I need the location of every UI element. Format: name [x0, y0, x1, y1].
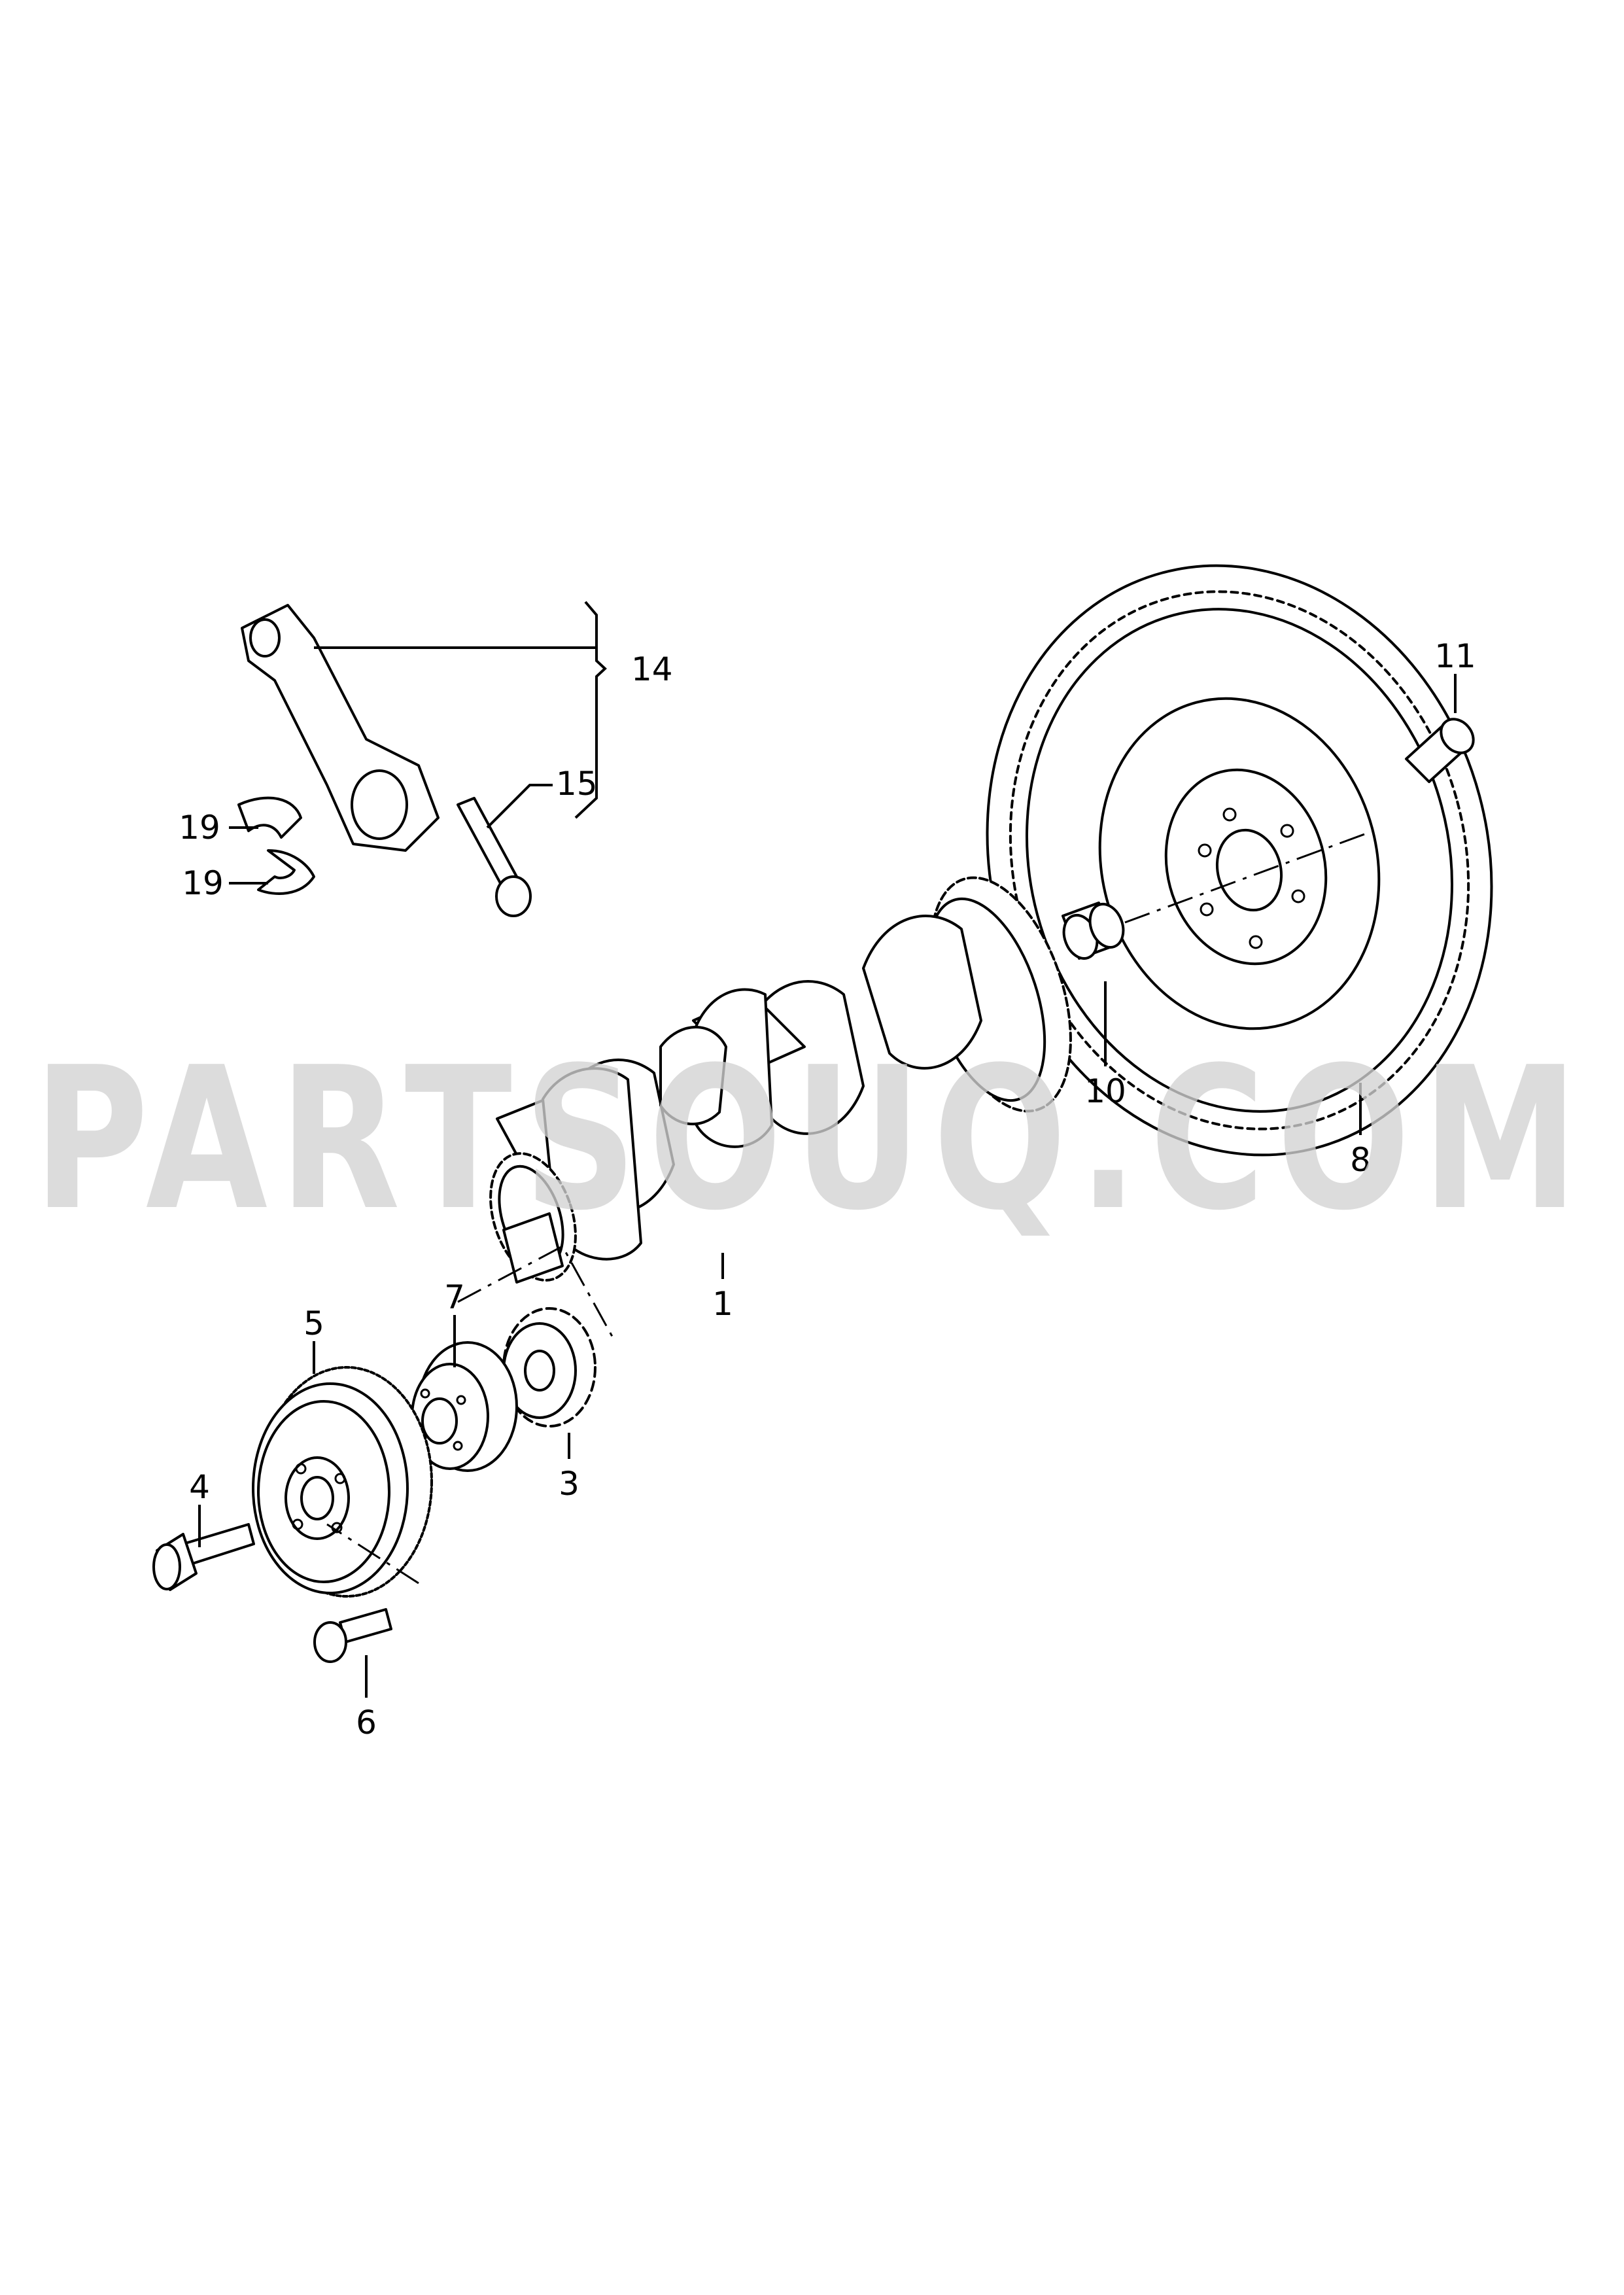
crank-gear-part-3[interactable] [502, 1307, 596, 1428]
callout-3: 3 [559, 1465, 579, 1503]
callout-10: 10 [1084, 1072, 1126, 1110]
pulley-damper-part-5[interactable] [252, 1366, 433, 1598]
pulley-bolt-part-4[interactable] [152, 1523, 255, 1591]
callout-1: 1 [712, 1285, 733, 1323]
callout-8: 8 [1350, 1141, 1371, 1179]
callout-19-lower: 19 [182, 864, 224, 902]
watermark-text: PARTSOUQ.COM [33, 1025, 1590, 1253]
assembly-axis-line [1124, 830, 1374, 924]
assembly-axis-line [457, 1244, 616, 1342]
hub-flange-part-7[interactable] [411, 1341, 518, 1472]
callout-14: 14 [631, 650, 673, 688]
callout-15: 15 [556, 765, 598, 803]
bolt-part-6[interactable] [313, 1608, 392, 1663]
assembly-axis-line [326, 1523, 419, 1585]
crankshaft-part-1[interactable] [475, 860, 1097, 1291]
bearing-shell-lower-part-19[interactable] [257, 849, 315, 895]
connecting-rod[interactable] [241, 604, 440, 852]
callout-19-upper: 19 [179, 809, 220, 847]
flywheel-part-8[interactable] [922, 508, 1557, 1212]
conrod-bolt-part-15[interactable] [457, 797, 532, 917]
callout-7: 7 [444, 1278, 465, 1316]
needle-bearing-part-10[interactable] [1058, 900, 1129, 963]
callout-5: 5 [303, 1305, 324, 1342]
callout-4: 4 [189, 1468, 210, 1506]
flywheel-bolt-part-11[interactable] [1405, 712, 1480, 783]
callout-6: 6 [356, 1704, 377, 1742]
bearing-shell-upper-part-19[interactable] [237, 796, 302, 839]
callout-11: 11 [1434, 637, 1476, 675]
leader-lines [198, 601, 1457, 1698]
